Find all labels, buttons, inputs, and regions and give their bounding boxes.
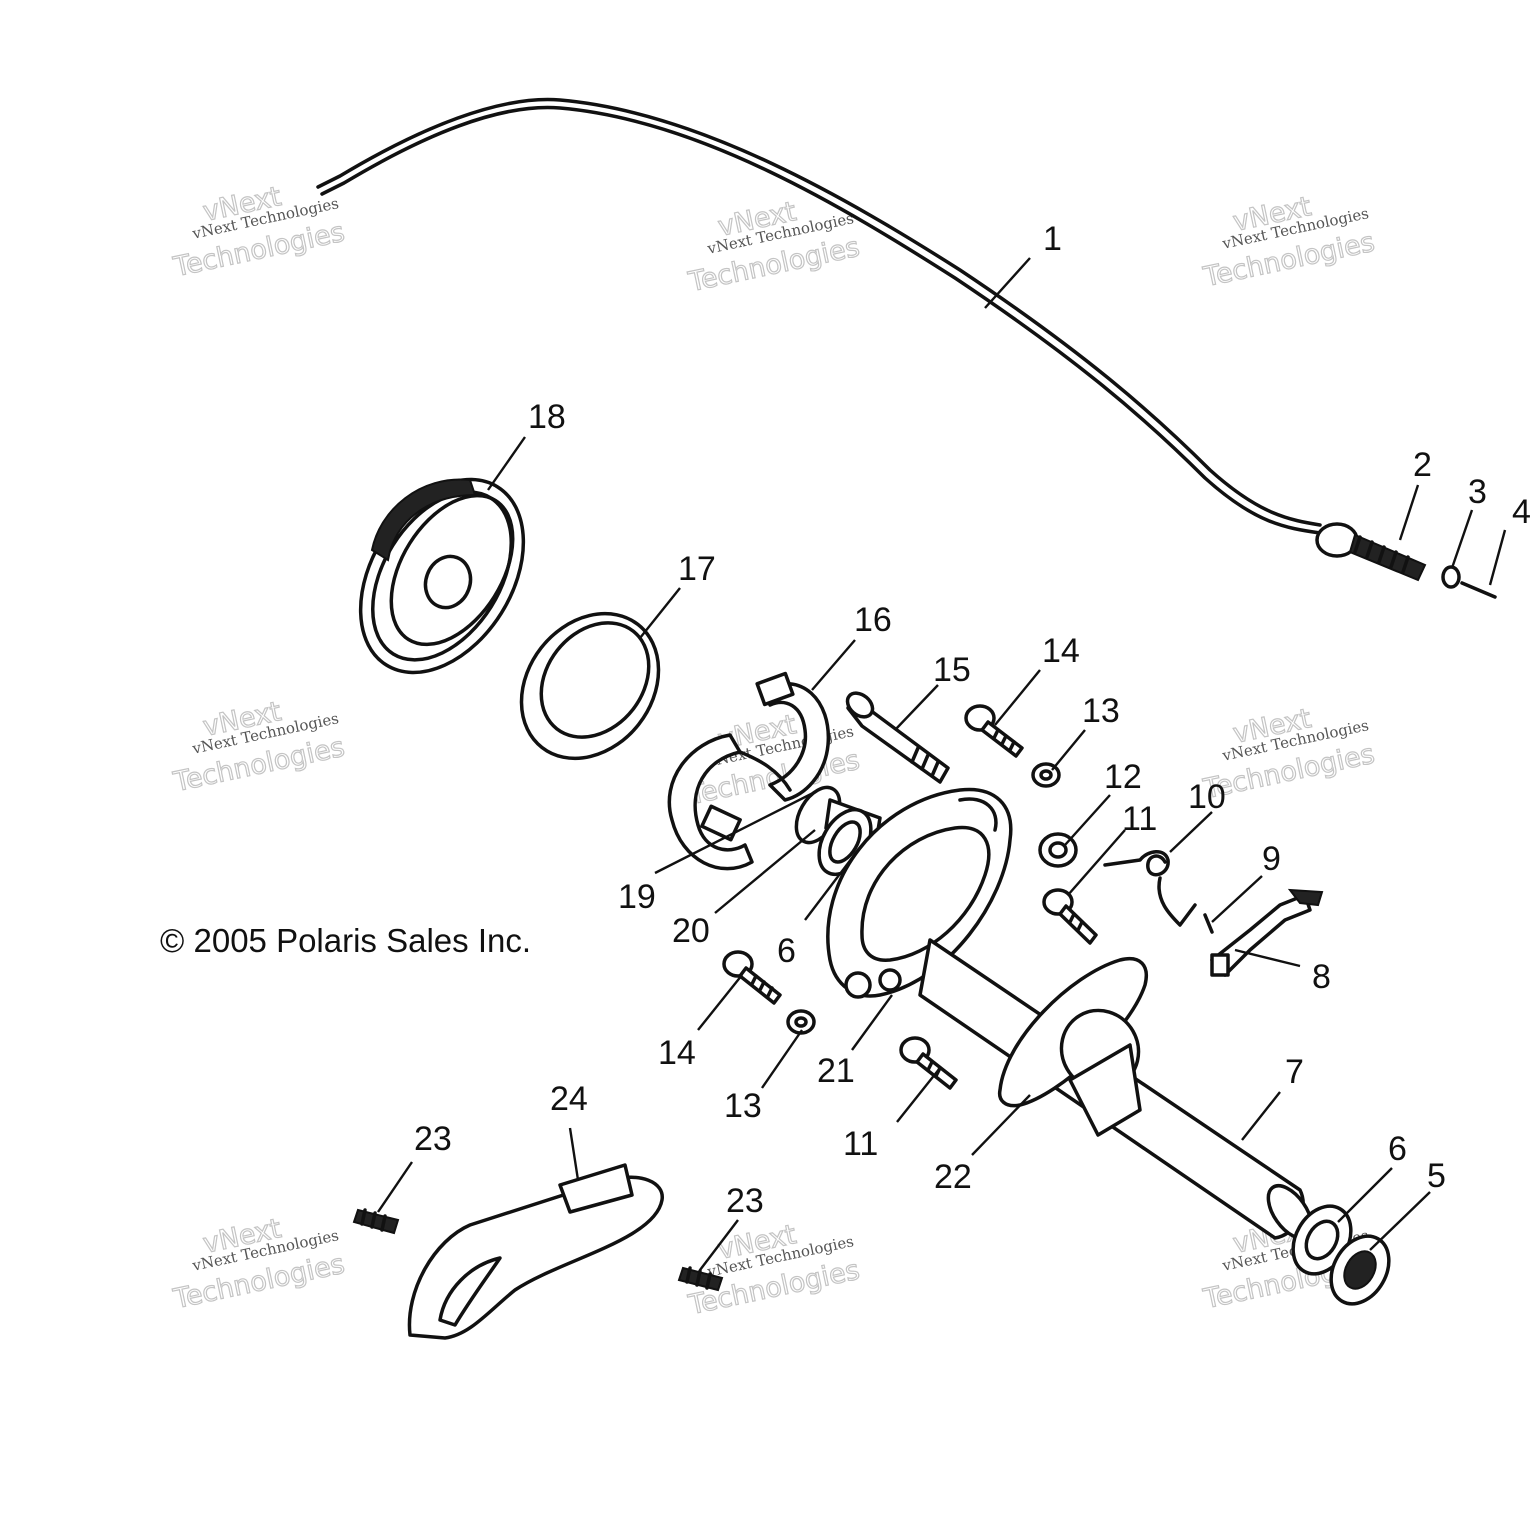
callout-6: 6 xyxy=(1388,1130,1407,1168)
part-18-brake-drum xyxy=(358,477,526,675)
part-14-bolt-top xyxy=(964,704,1024,758)
part-13-nut-bottom xyxy=(786,1009,816,1035)
callout-1: 1 xyxy=(1043,220,1062,258)
callout-14: 14 xyxy=(1042,632,1080,670)
callout-numbers: 1 2 3 4 5 6 6 7 8 9 10 11 11 12 13 13 14… xyxy=(414,220,1531,1220)
callout-18: 18 xyxy=(528,398,566,436)
callout-10: 10 xyxy=(1188,778,1226,816)
leader-lines xyxy=(377,257,1507,1271)
callout-3: 3 xyxy=(1468,473,1487,511)
part-10-spring xyxy=(1103,850,1197,927)
part-22-axle-flange xyxy=(997,957,1148,1137)
callout-7: 7 xyxy=(1285,1053,1304,1091)
watermark: vNext vNext Technologies Technologies xyxy=(170,1213,348,1316)
part-15-camshaft xyxy=(845,691,950,784)
callout-11: 11 xyxy=(1122,800,1157,838)
callout-4: 4 xyxy=(1512,493,1531,531)
part-3-lock-nut xyxy=(1441,565,1461,589)
part-17-seal-ring xyxy=(519,611,661,761)
callout-12: 12 xyxy=(1104,758,1142,796)
part-4-cable-pin xyxy=(1460,581,1497,599)
watermark: vNext vNext Technologies Technologies xyxy=(1200,191,1378,294)
callout-5: 5 xyxy=(1427,1157,1446,1195)
part-14-bolt-bottom xyxy=(722,950,782,1005)
part-21-backing-plate xyxy=(826,787,1013,999)
part-8-brake-lever xyxy=(1210,888,1324,977)
part-2-adjuster-threads xyxy=(1348,533,1427,582)
watermark: vNext vNext Technologies Technologies xyxy=(685,196,863,299)
callout-23: 23 xyxy=(414,1120,452,1158)
part-11-bolt-top xyxy=(1042,888,1098,945)
callout-20: 20 xyxy=(672,912,710,950)
callout-14: 14 xyxy=(658,1034,696,1072)
part-23-screw-left xyxy=(352,1208,400,1235)
part-11-bolt-bottom xyxy=(899,1036,958,1090)
part-24-brake-arm xyxy=(407,1163,664,1340)
callout-16: 16 xyxy=(854,601,892,639)
callout-8: 8 xyxy=(1312,958,1331,996)
callout-19: 19 xyxy=(618,878,656,916)
part-23-screw-right xyxy=(677,1266,724,1292)
part-16-brake-shoes xyxy=(667,671,831,871)
callout-22: 22 xyxy=(934,1158,972,1196)
drum-hub xyxy=(423,554,473,610)
callout-9: 9 xyxy=(1262,840,1281,878)
part-9-pin xyxy=(1203,913,1214,934)
callout-11: 11 xyxy=(843,1125,878,1163)
callout-13: 13 xyxy=(724,1087,762,1125)
copyright-notice: © 2005 Polaris Sales Inc. xyxy=(160,922,531,959)
callout-13: 13 xyxy=(1082,692,1120,730)
part-5-axle-nut xyxy=(1329,1234,1391,1306)
part-1-brake-cable xyxy=(316,97,1497,599)
watermark: vNext vNext Technologies Technologies xyxy=(170,696,348,799)
callout-24: 24 xyxy=(550,1080,588,1118)
callout-6: 6 xyxy=(777,932,796,970)
callout-23: 23 xyxy=(726,1182,764,1220)
callout-17: 17 xyxy=(678,550,716,588)
callout-2: 2 xyxy=(1413,446,1432,484)
callout-21: 21 xyxy=(817,1052,855,1090)
callout-15: 15 xyxy=(933,651,971,689)
